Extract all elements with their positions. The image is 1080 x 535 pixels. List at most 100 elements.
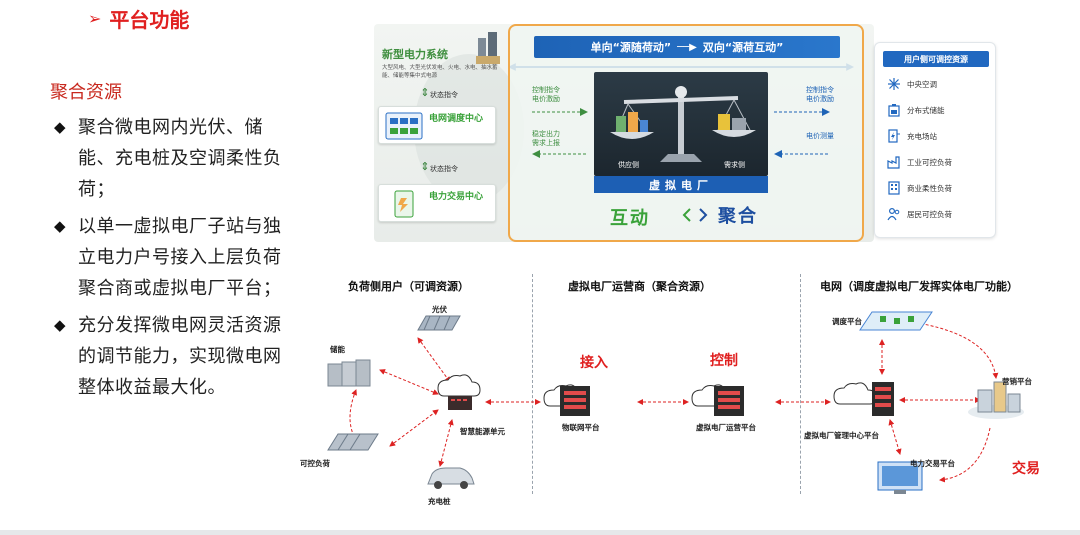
- people-icon: [887, 207, 900, 221]
- column-heading: 电网（调度虚拟电厂发挥实体电厂功能）: [820, 280, 1018, 293]
- controllable-load-label: 可控负荷: [300, 459, 330, 468]
- list-item: ◆ 充分发挥微电网灵活资源的调节能力，实现微电网整体收益最大化。: [54, 310, 294, 403]
- resource-item: 充电场站: [887, 129, 937, 143]
- storage-cabinet-icon: [327, 359, 371, 387]
- smart-unit-label: 智慧能源单元: [460, 427, 505, 436]
- chevrons-icon: [682, 208, 708, 222]
- banner-right-text: 双向“源荷互动”: [702, 41, 784, 54]
- resource-item: 工业可控负荷: [887, 155, 952, 169]
- resource-item: 商业柔性负荷: [887, 181, 952, 195]
- user-resources-panel: 用户侧可调控资源 中央空调 分布式储能 充电场站 工业可控负荷 商业柔性负荷 居…: [874, 42, 996, 238]
- column-heading: 负荷侧用户（可调资源）: [348, 280, 469, 293]
- access-label: 接入: [580, 355, 608, 371]
- dispatch-platform-label: 调度平台: [832, 317, 862, 326]
- right-side-text: 电价测量: [806, 132, 834, 140]
- page-title: 平台功能: [109, 8, 190, 32]
- storage-label: 储能: [330, 345, 345, 354]
- status-label: 状态指令: [430, 91, 458, 99]
- arrow-right-icon: [532, 108, 588, 116]
- power-system-column: 新型电力系统 大型风电、大型光伏发电、火电、水电、抽水蓄能、储能等集中式电源 ⇕…: [374, 32, 508, 239]
- control-label: 控制: [710, 353, 738, 369]
- trading-center-label: 电力交易中心: [429, 192, 484, 202]
- load-panel-icon: [327, 433, 379, 451]
- list-item: ◆ 以单一虚拟电厂子站与独立电力户号接入上层负荷聚合商或虚拟电厂平台；: [54, 211, 294, 304]
- connection-lines: [327, 311, 1024, 494]
- charging-pile-label: 充电桩: [428, 497, 451, 506]
- trading-label: 交易: [1012, 461, 1040, 477]
- resource-label: 充电场站: [907, 131, 937, 141]
- arrow-right-icon: [774, 108, 830, 116]
- pv-label: 光伏: [432, 305, 447, 314]
- updown-arrow-icon: ⇕: [420, 86, 430, 99]
- aggregate-word: 聚合: [718, 206, 758, 227]
- resource-label: 商业柔性负荷: [907, 183, 952, 193]
- title-arrow-icon: ➢: [88, 9, 102, 28]
- arrow-left-icon: [532, 150, 588, 158]
- resource-item: 分布式储能: [887, 103, 945, 117]
- vpp-operator-label: 虚拟电厂运营平台: [696, 423, 756, 432]
- cloud-server-icon: [543, 384, 590, 416]
- diamond-bullet-icon: ◆: [54, 118, 66, 136]
- solar-panel-icon: [417, 315, 461, 331]
- system-subtitle: 大型风电、大型光伏发电、火电、水电、抽水蓄能、储能等集中式电源: [382, 65, 498, 79]
- balance-scale-panel: 供应侧 需求侧: [594, 72, 768, 176]
- city-building-icon: [968, 381, 1024, 419]
- bullet-text: 以单一虚拟电厂子站与独立电力户号接入上层负荷聚合商或虚拟电厂平台；: [78, 216, 282, 299]
- user-panel-title: 用户侧可调控资源: [883, 51, 989, 67]
- battery-icon: [888, 104, 900, 117]
- trading-center-box: 电力交易中心: [378, 184, 496, 222]
- charging-icon: [888, 129, 900, 143]
- vpp-mgmt-center-label: 虚拟电厂管理中心平台: [804, 431, 879, 440]
- cloud-server-icon: [437, 374, 481, 410]
- diamond-bullet-icon: ◆: [54, 217, 66, 235]
- banner-left-text: 单向“源随荷动”: [590, 41, 672, 54]
- marketing-platform-label: 营销平台: [1002, 377, 1032, 386]
- footer-divider: [0, 530, 1080, 535]
- resource-item: 居民可控负荷: [887, 207, 952, 221]
- resource-label: 工业可控负荷: [907, 157, 952, 167]
- updown-arrow-icon: ⇕: [420, 160, 430, 173]
- supply-side-label: 供应侧: [618, 161, 639, 169]
- iot-platform-label: 物联网平台: [562, 423, 600, 432]
- interact-word: 互动: [610, 208, 650, 229]
- vpp-architecture-diagram: 负荷侧用户（可调资源） 虚拟电厂运营商（聚合资源） 电网（调度虚拟电厂发挥实体电…: [300, 270, 1080, 520]
- arrow-right-icon: ──▶: [677, 41, 697, 53]
- ev-car-icon: [427, 467, 475, 489]
- server-rack-icon: [385, 112, 423, 140]
- left-side-text: 控制指令 电价激励: [532, 86, 560, 103]
- dispatch-map-icon: [859, 311, 933, 331]
- resource-label: 居民可控负荷: [907, 209, 952, 219]
- trading-platform-label: 电力交易平台: [910, 459, 955, 468]
- building-icon: [888, 181, 900, 195]
- column-heading: 虚拟电厂运营商（聚合资源）: [568, 280, 711, 293]
- factory-icon: [887, 156, 900, 169]
- resource-label: 中央空调: [907, 79, 937, 89]
- mode-banner: 单向“源随荷动” ──▶ 双向“源荷互动”: [534, 36, 840, 58]
- status-label: 状态指令: [430, 165, 458, 173]
- right-side-text: 控制指令 电价激励: [806, 86, 834, 103]
- vpp-label-bar: 虚拟电厂: [594, 176, 768, 193]
- vpp-overview-diagram: 新型电力系统 大型风电、大型光伏发电、火电、水电、抽水蓄能、储能等集中式电源 ⇕…: [374, 24, 1000, 242]
- snowflake-icon: [888, 78, 900, 90]
- left-side-text: 稳定出力 需求上报: [532, 130, 560, 147]
- bullet-list: ◆ 聚合微电网内光伏、储能、充电桩及空调柔性负荷； ◆ 以单一虚拟电厂子站与独立…: [54, 112, 294, 409]
- vpp-frame: 单向“源随荷动” ──▶ 双向“源荷互动” 控制指令 电价激励 稳定出力 需求上…: [508, 24, 864, 242]
- trading-monitor-icon: [877, 461, 923, 494]
- trading-phone-icon: [394, 190, 414, 218]
- column-divider: [532, 274, 533, 494]
- page-title-row: ➢ 平台功能: [88, 4, 189, 33]
- bullet-text: 充分发挥微电网灵活资源的调节能力，实现微电网整体收益最大化。: [78, 315, 282, 398]
- balance-scale-icon: [610, 86, 756, 162]
- demand-side-label: 需求侧: [724, 161, 745, 169]
- arrow-left-icon: [774, 150, 830, 158]
- column-divider: [800, 274, 801, 494]
- system-title: 新型电力系统: [382, 48, 448, 61]
- resource-item: 中央空调: [887, 77, 937, 91]
- dispatch-center-box: 电网调度中心: [378, 106, 496, 144]
- bullet-text: 聚合微电网内光伏、储能、充电桩及空调柔性负荷；: [78, 117, 282, 200]
- section-heading: 聚合资源: [50, 82, 122, 103]
- cloud-server-icon: [833, 382, 894, 416]
- power-plant-icon: [476, 32, 500, 64]
- list-item: ◆ 聚合微电网内光伏、储能、充电桩及空调柔性负荷；: [54, 112, 294, 205]
- cloud-server-icon: [691, 384, 744, 416]
